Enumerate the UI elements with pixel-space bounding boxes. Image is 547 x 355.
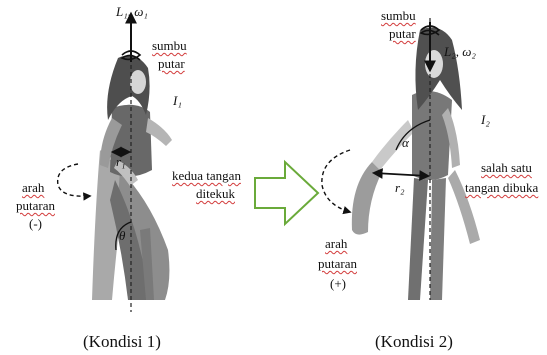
right-inertia-label: I₂ [481, 112, 490, 127]
right-direction-sign: (+) [330, 276, 346, 291]
right-direction-label-line2: putaran [318, 256, 357, 271]
left-caption: (Kondisi 1) [83, 332, 161, 352]
right-axis-label-line1: sumbu [381, 8, 416, 23]
right-arms-label-line2: tangan dibuka [465, 180, 538, 195]
right-angular-momentum-label: L₂, ω₂ [444, 44, 476, 59]
right-direction-arrow [322, 150, 350, 212]
left-direction-label-line1: arah [22, 180, 44, 195]
left-angle-label: θ [119, 228, 125, 243]
right-angle-label: α [402, 135, 409, 150]
left-axis-label-line1: sumbu [152, 38, 187, 53]
left-dancer-figure [92, 56, 172, 300]
left-radius-label: r₁ [116, 154, 126, 169]
right-radius-label: r₂ [395, 180, 405, 195]
right-direction-label-line1: arah [325, 236, 347, 251]
left-direction-sign: (-) [29, 216, 42, 231]
left-direction-arrow [58, 164, 90, 196]
left-axis-label-line2: putar [158, 56, 185, 71]
right-dancer-figure [352, 28, 480, 300]
left-arms-label-line2: ditekuk [196, 186, 235, 201]
left-inertia-label: I₁ [173, 93, 182, 108]
left-arms-label-line1: kedua tangan [172, 168, 241, 183]
transition-arrow-icon [255, 162, 318, 224]
right-arms-label-line1: salah satu [481, 160, 532, 175]
right-axis-label-line2: putar [389, 26, 416, 41]
right-caption: (Kondisi 2) [375, 332, 453, 352]
left-direction-label-line2: putaran [16, 198, 55, 213]
left-angular-momentum-label: L₁, ω₁ [116, 4, 148, 19]
